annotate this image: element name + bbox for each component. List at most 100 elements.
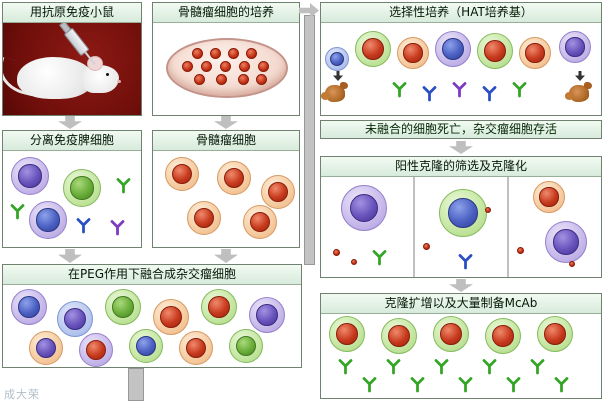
hybridoma-cell <box>477 33 513 69</box>
hybridoma-cell <box>29 331 63 365</box>
flow-arrow-down <box>449 141 473 154</box>
flow-arrow-down <box>58 249 82 263</box>
cell-nucleus <box>112 296 134 318</box>
antibody-icon <box>553 376 570 393</box>
red-cell-dot <box>246 48 257 59</box>
clone-cell <box>439 189 487 237</box>
mouse-head <box>83 65 119 93</box>
mouse-nose <box>117 80 121 83</box>
spleen-cell <box>63 169 101 207</box>
box-expansion: 克隆扩增以及大量制备McAb <box>320 293 602 399</box>
screening-panel-2 <box>413 177 507 277</box>
red-cell-dot <box>423 243 430 250</box>
red-cell-dot <box>210 48 221 59</box>
antibody-icon <box>505 376 522 393</box>
cell-nucleus <box>565 37 585 57</box>
connector-bar <box>128 368 144 401</box>
antibody-icon <box>409 376 426 393</box>
cell-nucleus <box>403 43 423 63</box>
cell-nucleus <box>193 207 215 229</box>
hybridoma-cell <box>129 329 163 363</box>
cell-nucleus <box>160 306 182 328</box>
screening-panel-3 <box>507 177 601 277</box>
cell-nucleus <box>440 323 462 345</box>
petri-dish-cells <box>168 40 286 96</box>
antibody-icon <box>337 358 354 375</box>
box-selective-culture: 选择性培养（HAT培养基） <box>320 2 602 116</box>
cell-nucleus <box>539 187 559 207</box>
cell-nucleus <box>35 337 57 359</box>
red-cell-dot <box>333 249 340 256</box>
antibody-icon <box>451 81 468 98</box>
red-cell-dot <box>351 259 357 265</box>
flow-arrow-down <box>214 249 238 263</box>
cell-nucleus <box>256 304 278 326</box>
flow-arrow-down <box>214 116 238 129</box>
red-cell-dot <box>182 61 193 72</box>
screening-panel-1 <box>321 177 413 277</box>
myeloma-cell <box>397 37 429 69</box>
hybridoma-clone-cell <box>329 316 365 352</box>
cell-nucleus <box>362 38 384 60</box>
red-cell-dot <box>238 74 249 85</box>
cell-nucleus <box>18 296 40 318</box>
spleen-cell <box>29 201 67 239</box>
antibody-icon <box>433 358 450 375</box>
cell-nucleus <box>18 164 42 188</box>
box-screening: 阳性克隆的筛选及克隆化 <box>320 156 602 278</box>
box-selective-label: 选择性培养（HAT培养基） <box>321 3 601 23</box>
cell-nucleus <box>223 167 245 189</box>
antibody-icon <box>421 85 438 102</box>
cell-nucleus <box>448 198 478 228</box>
cell-nucleus <box>208 296 230 318</box>
dead-cell <box>565 82 592 102</box>
note-unfused-die: 未融合的细胞死亡，杂交瘤细胞存活 <box>320 120 602 139</box>
antibody-icon <box>457 253 474 270</box>
myeloma-cell <box>243 205 277 239</box>
myeloma-cells-area <box>153 151 299 247</box>
antibody-icon <box>115 177 132 194</box>
screening-panels <box>321 177 601 277</box>
clone-cell <box>533 181 565 213</box>
cell-nucleus <box>235 335 257 357</box>
selective-cells-area <box>321 23 601 115</box>
flow-arrow-down <box>449 279 473 292</box>
cell-nucleus <box>544 323 566 345</box>
cell-nucleus <box>185 337 207 359</box>
petri-dish-area <box>153 23 299 115</box>
red-cell-dot <box>220 61 231 72</box>
unfused-cell <box>325 47 349 71</box>
watermark-text: 成大荣 <box>4 388 40 401</box>
hybridoma-cell <box>179 331 213 365</box>
box-spleen-label: 分离免疫脾细胞 <box>3 131 141 151</box>
hybridoma-clone-cell <box>537 316 573 352</box>
myeloma-cell <box>187 201 221 235</box>
hybridoma-clone-cell <box>485 318 521 354</box>
hybridoma-cell <box>435 31 471 67</box>
cell-nucleus <box>36 208 60 232</box>
cell-nucleus <box>135 335 157 357</box>
spleen-cell <box>11 157 49 195</box>
antibody-icon <box>391 81 408 98</box>
red-cell-dot <box>194 74 205 85</box>
antibody-icon <box>529 358 546 375</box>
red-cell-dot <box>201 61 212 72</box>
cell-nucleus <box>388 325 410 347</box>
antibody-icon <box>371 249 388 266</box>
red-cell-dot <box>258 61 269 72</box>
box-screening-label: 阳性克隆的筛选及克隆化 <box>321 157 601 177</box>
red-cell-dot <box>228 48 239 59</box>
red-cell-dot <box>216 74 227 85</box>
hybridoma-cell <box>201 289 237 325</box>
cell-nucleus <box>336 323 358 345</box>
red-cell-dot <box>569 261 575 267</box>
cell-nucleus <box>525 43 545 63</box>
box-immunize: 用抗原免疫小鼠 <box>2 2 142 116</box>
hybridoma-cell <box>153 299 189 335</box>
antibody-icon <box>109 219 126 236</box>
red-cell-dot <box>239 61 250 72</box>
red-cell-dot <box>256 74 267 85</box>
cell-nucleus <box>329 51 345 67</box>
clone-cell <box>341 185 387 231</box>
cell-nucleus <box>171 163 193 185</box>
